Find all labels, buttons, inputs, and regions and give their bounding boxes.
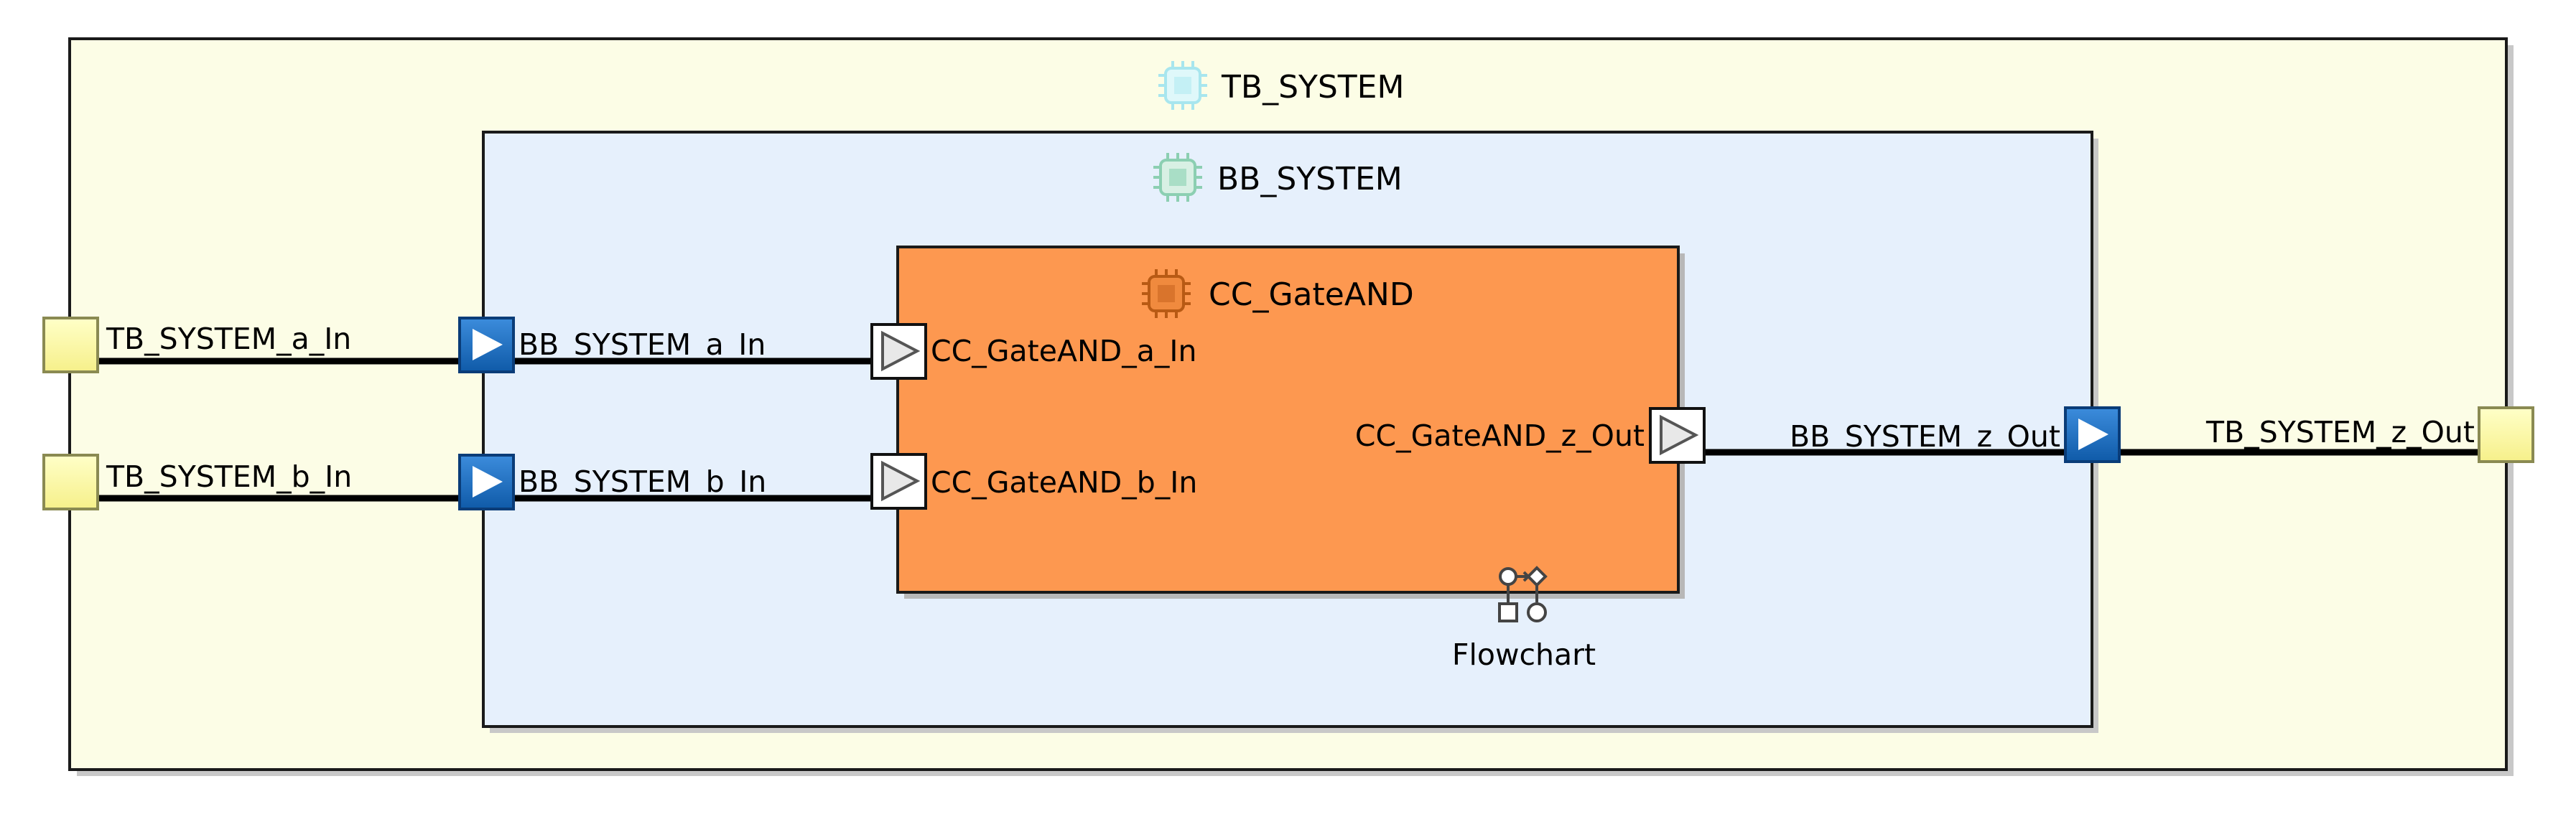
- tb-port-b-in-label: TB_SYSTEM_b_In: [106, 459, 352, 494]
- chip-icon: [1153, 153, 1202, 202]
- bb-port-a-in[interactable]: [458, 317, 515, 373]
- tb-port-b-in[interactable]: [42, 454, 99, 510]
- cc-port-b-in-label: CC_GateAND_b_In: [931, 465, 1197, 500]
- cc-port-a-in-label: CC_GateAND_a_In: [931, 334, 1196, 368]
- chip-icon: [1142, 269, 1191, 318]
- flowchart-label: Flowchart: [1452, 637, 1596, 672]
- cc-port-z-out[interactable]: [1649, 407, 1706, 464]
- bb-port-b-in-label: BB_SYSTEM_b_In: [519, 464, 766, 499]
- cc-gateand-title: CC_GateAND: [1209, 276, 1414, 313]
- bb-port-a-in-label: BB_SYSTEM_a_In: [519, 327, 766, 362]
- bb-port-z-out-label: BB_SYSTEM_z_Out: [1790, 419, 2060, 454]
- tb-port-z-out-label: TB_SYSTEM_z_Out: [2205, 415, 2475, 449]
- bb-port-b-in[interactable]: [458, 454, 515, 510]
- tb-port-a-in-label: TB_SYSTEM_a_In: [106, 322, 351, 356]
- tb-port-a-in[interactable]: [42, 317, 99, 373]
- flowchart-icon[interactable]: [1498, 566, 1548, 622]
- cc-port-a-in[interactable]: [870, 323, 927, 380]
- connectors: [99, 358, 2479, 502]
- bb-system-title: BB_SYSTEM: [1217, 161, 1403, 197]
- cc-gateand-block[interactable]: [896, 246, 1685, 599]
- cc-port-b-in[interactable]: [870, 453, 927, 510]
- cc-gateand-frame[interactable]: [896, 246, 1680, 594]
- cc-port-z-out-label: CC_GateAND_z_Out: [1355, 419, 1645, 453]
- tb-system-title: TB_SYSTEM: [1221, 69, 1404, 106]
- bb-port-z-out[interactable]: [2064, 406, 2121, 463]
- chip-icon: [1158, 61, 1207, 110]
- tb-port-z-out[interactable]: [2478, 406, 2534, 463]
